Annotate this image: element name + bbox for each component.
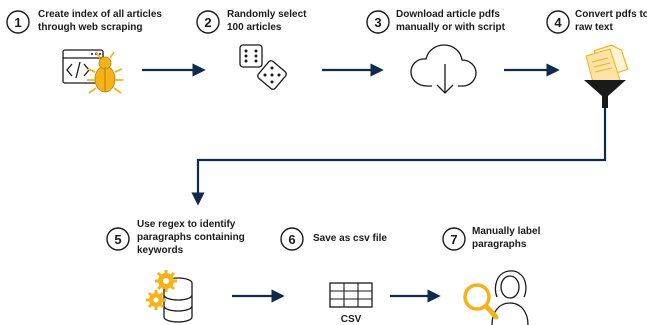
step-5-text-line3: keywords (137, 245, 184, 256)
step-5: 5 Use regex to identify paragraphs conta… (106, 219, 245, 256)
step-6-text-line1: Save as csv file (313, 233, 387, 244)
step-1-number: 1 (14, 15, 21, 30)
step-1-circle (6, 10, 30, 34)
step-4-number: 4 (554, 15, 562, 30)
csv-label: CSV (341, 314, 362, 325)
database-gears-icon (146, 270, 193, 323)
arrow-4-to-5 (191, 108, 607, 206)
step-1-text-line1: Create index of all articles (38, 9, 162, 20)
step-1-text-line2: through web scraping (38, 22, 142, 33)
step-2-circle (196, 10, 220, 34)
step-5-text-line1: Use regex to identify (137, 219, 236, 230)
step-7: 7 Manually label paragraphs (442, 226, 541, 251)
step-6-number: 6 (288, 232, 295, 247)
step-3: 3 Download article pdfs manually or with… (366, 9, 506, 34)
csv-table-icon (329, 282, 373, 308)
step-6: 6 Save as csv file (280, 227, 387, 251)
cloud-download-icon (410, 44, 477, 94)
step-4: 4 Convert pdfs to raw text (546, 9, 647, 34)
dice-icon (239, 44, 287, 90)
step-7-text-line2: paragraphs (472, 239, 527, 250)
web-scraping-bug-icon (62, 49, 123, 94)
person-magnifier-icon (463, 270, 529, 325)
step-1: 1 Create index of all articles through w… (6, 9, 162, 34)
step-5-text-line2: paragraphs containing (137, 232, 245, 243)
step-7-circle (442, 227, 466, 251)
step-3-text-line1: Download article pdfs (396, 9, 500, 20)
step-7-text-line1: Manually label (472, 226, 541, 237)
step-2-text-line2: 100 articles (227, 22, 282, 33)
document-funnel-icon (584, 44, 629, 108)
step-2-text-line1: Randomly select (227, 9, 307, 20)
step-2: 2 Randomly select 100 articles (196, 9, 307, 34)
step-4-text-line2: raw text (575, 22, 613, 33)
step-4-circle (546, 10, 570, 34)
step-3-number: 3 (374, 15, 381, 30)
step-2-number: 2 (204, 15, 211, 30)
step-7-number: 7 (450, 232, 457, 247)
step-4-text-line1: Convert pdfs to (575, 9, 647, 20)
step-5-circle (106, 227, 130, 251)
step-3-circle (366, 10, 390, 34)
step-6-circle (280, 227, 304, 251)
step-3-text-line2: manually or with script (396, 22, 506, 33)
step-5-number: 5 (114, 232, 121, 247)
